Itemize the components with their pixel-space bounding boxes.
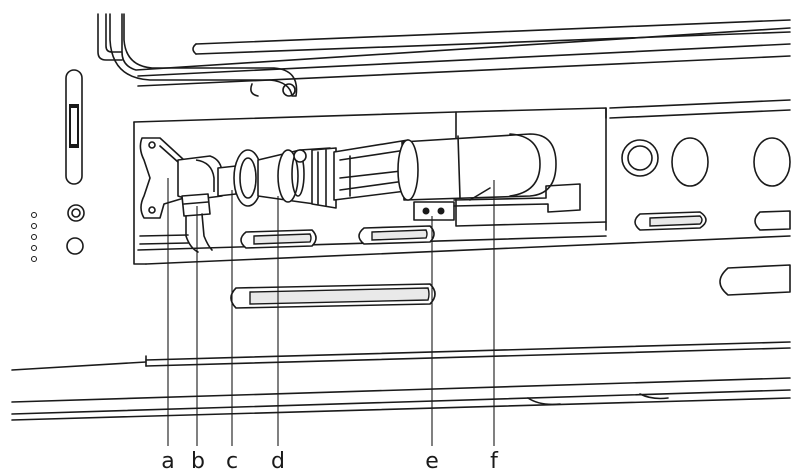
bottom-rails: [11, 341, 791, 421]
slots: [230, 225, 436, 309]
callout-label-c: c: [226, 449, 238, 472]
cartridge-cylinder: [397, 133, 557, 201]
retainer-clip: [413, 183, 581, 221]
elbow-fitting: [177, 155, 223, 253]
grab-handle: [109, 13, 298, 97]
side-panel: [31, 69, 85, 262]
callout-label-b: b: [191, 449, 205, 472]
callout-labels: a b c d e f: [161, 449, 499, 472]
connector-body: [257, 147, 337, 209]
callout-label-e: e: [425, 449, 439, 472]
callout-label-a: a: [161, 449, 174, 472]
recess-frame: [133, 99, 791, 265]
callout-label-f: f: [490, 449, 499, 472]
mounting-bracket: [139, 137, 185, 219]
panel-holes: [621, 137, 791, 296]
top-frame: [97, 13, 791, 87]
leader-lines: [167, 178, 495, 446]
callout-label-d: d: [271, 449, 285, 472]
coupling: [217, 149, 263, 207]
